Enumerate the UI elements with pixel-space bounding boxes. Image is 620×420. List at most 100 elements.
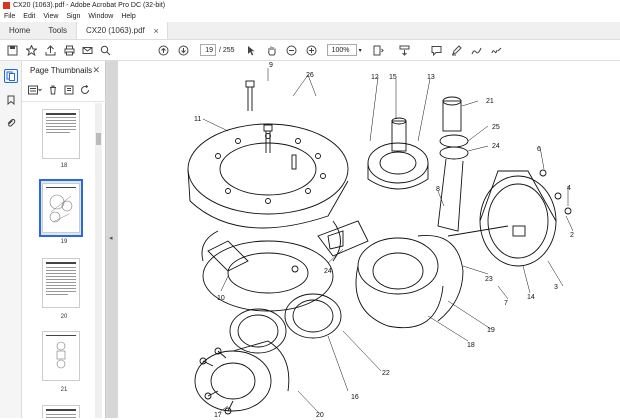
close-tab-icon[interactable]: ×: [153, 25, 159, 36]
mail-icon[interactable]: [80, 43, 94, 57]
menu-edit[interactable]: Edit: [23, 13, 36, 20]
tab-home[interactable]: Home: [9, 26, 31, 35]
callout-24a: 24: [492, 143, 500, 150]
menu-window[interactable]: Window: [88, 13, 114, 20]
callout-23: 23: [485, 276, 493, 283]
callout-20: 20: [316, 412, 324, 418]
thumbnail-scrollbar[interactable]: [95, 103, 102, 418]
callout-8: 8: [436, 186, 440, 193]
tab-document[interactable]: CX20 (1063).pdf ×: [76, 22, 168, 39]
search-icon[interactable]: [98, 43, 112, 57]
menu-sign[interactable]: Sign: [66, 13, 81, 20]
previous-page-icon[interactable]: [156, 43, 170, 57]
thumbnail-label-20: 20: [60, 314, 68, 320]
callout-14: 14: [527, 294, 535, 301]
zoom-out-icon[interactable]: [285, 43, 299, 57]
thumbnail-page-20[interactable]: [42, 258, 80, 308]
callout-16: 16: [351, 394, 359, 401]
collapse-panel-icon[interactable]: ◂: [109, 235, 113, 242]
callout-18: 18: [467, 342, 475, 349]
seal-25: [439, 134, 469, 148]
hand-tool-icon[interactable]: [265, 43, 279, 57]
next-page-icon[interactable]: [176, 43, 190, 57]
tab-bar: Home Tools CX20 (1063).pdf ×: [0, 22, 620, 40]
shaft-15: [391, 120, 407, 152]
callout-26: 26: [306, 72, 314, 79]
callout-21: 21: [486, 98, 494, 105]
gear-12: [367, 142, 429, 184]
callout-12: 12: [371, 74, 379, 81]
callout-2: 2: [570, 232, 574, 239]
menu-bar: File Edit View Sign Window Help: [0, 11, 620, 22]
highlight-pen-icon[interactable]: [450, 43, 464, 57]
bearing-16: [284, 293, 342, 339]
ring-bolt-holes: [215, 133, 326, 204]
callout-11: 11: [194, 116, 201, 123]
thumbnail-page-22[interactable]: [42, 405, 80, 418]
chevron-down-icon[interactable]: ▾: [358, 47, 362, 54]
zoom-in-icon[interactable]: [305, 43, 319, 57]
zoom-select[interactable]: 100%: [326, 44, 357, 56]
thumbnail-page-18[interactable]: [42, 109, 80, 159]
panel-splitter[interactable]: ◂: [106, 61, 118, 418]
insert-page-icon[interactable]: [64, 85, 74, 97]
print-icon[interactable]: [62, 43, 76, 57]
tab-document-label: CX20 (1063).pdf: [86, 26, 145, 35]
callout-10: 10: [217, 295, 225, 302]
page-number-input[interactable]: 19: [200, 44, 216, 56]
thumbnail-label-19: 19: [60, 239, 68, 245]
thumbnail-label-21: 21: [60, 387, 68, 393]
callout-3: 3: [554, 284, 558, 291]
attachment-icon[interactable]: [4, 116, 18, 130]
callout-19: 19: [487, 327, 495, 334]
panel-header: Page Thumbnails ✕: [22, 61, 106, 80]
panel-toolbar: [22, 80, 106, 102]
callout-22: 22: [382, 370, 390, 377]
scrollbar-thumb[interactable]: [96, 133, 101, 145]
callout-6: 6: [537, 146, 541, 153]
callout-17: 17: [214, 412, 222, 418]
star-icon[interactable]: [24, 43, 38, 57]
menu-help[interactable]: Help: [121, 13, 136, 20]
thumbnail-page-21[interactable]: [42, 331, 80, 381]
center-housing: [357, 237, 439, 295]
bearing-22: [229, 308, 287, 354]
comment-icon[interactable]: [430, 43, 444, 57]
page-thumbnails-icon[interactable]: [4, 69, 18, 83]
page-display-icon[interactable]: [372, 43, 386, 57]
shaft-21: [442, 100, 462, 132]
acrobat-app-icon: [3, 2, 10, 9]
upload-icon[interactable]: [43, 43, 57, 57]
zoom-value: 100%: [331, 46, 350, 54]
page-total: / 255: [219, 46, 235, 54]
thumbnails-panel: Page Thumbnails ✕ 18: [22, 61, 106, 418]
callout-4: 4: [567, 185, 571, 192]
toolbar: 19 / 255 100% ▾: [0, 40, 620, 61]
scroll-mode-icon[interactable]: [398, 43, 412, 57]
panel-title: Page Thumbnails: [30, 66, 93, 75]
menu-view[interactable]: View: [43, 13, 59, 20]
menu-file[interactable]: File: [4, 13, 16, 20]
lower-gear-housing: [202, 240, 334, 312]
callout-7: 7: [504, 300, 508, 307]
callout-15: 15: [389, 74, 397, 81]
document-area: 9 26 12 15 13 21 11 25 24 6 8 4 2 24 23 …: [118, 61, 620, 419]
delete-page-icon[interactable]: [48, 85, 58, 97]
callout-25: 25: [492, 124, 500, 131]
bookmark-icon[interactable]: [4, 93, 18, 107]
callout-9: 9: [269, 62, 273, 69]
title-bar: CX20 (1063).pdf - Adobe Acrobat Pro DC (…: [0, 0, 620, 11]
tab-tools[interactable]: Tools: [48, 26, 68, 35]
draw-icon[interactable]: [470, 43, 484, 57]
exploded-view-diagram: 9 26 12 15 13 21 11 25 24 6 8 4 2 24 23 …: [187, 62, 574, 419]
rotate-page-icon[interactable]: [80, 84, 90, 97]
save-icon[interactable]: [5, 43, 19, 57]
pdf-page: 9 26 12 15 13 21 11 25 24 6 8 4 2 24 23 …: [118, 61, 620, 419]
close-panel-icon[interactable]: ✕: [92, 65, 100, 75]
sign-icon[interactable]: [490, 43, 504, 57]
thumbnail-page-19[interactable]: [42, 183, 80, 233]
select-tool-icon[interactable]: [245, 43, 259, 57]
thumbnail-list: 18 19 20: [22, 103, 106, 418]
thumbnail-label-18: 18: [60, 163, 68, 169]
thumbnail-options-icon[interactable]: [28, 85, 42, 97]
